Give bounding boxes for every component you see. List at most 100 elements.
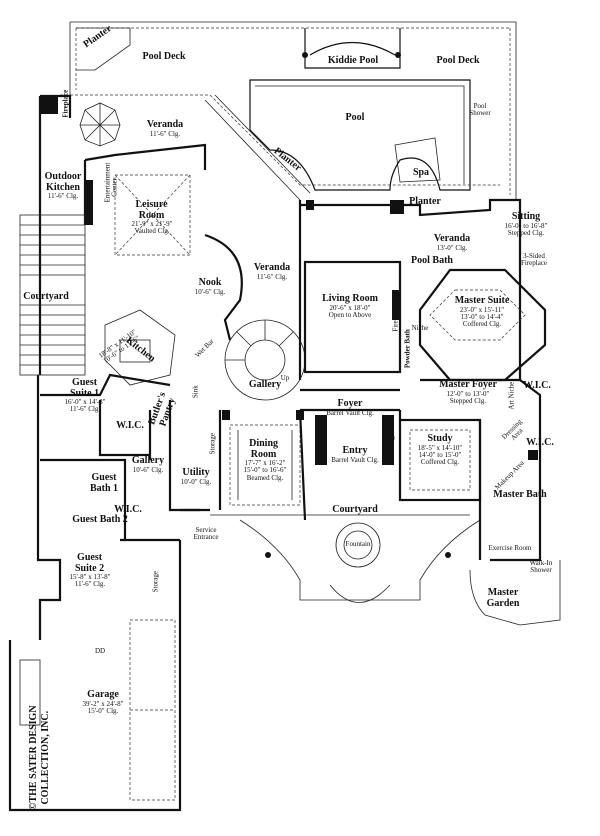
veranda-top-dim: 11'-6" Clg. xyxy=(149,129,181,138)
outdoor-kitchen-name: Outdoor Kitchen xyxy=(44,171,82,193)
entry-label: Entry Barrel Vault Clg. xyxy=(331,445,379,464)
pool-label: Pool xyxy=(345,112,365,123)
living-room-label: Living Room 20'-6" x 18'-0" Open to Abov… xyxy=(322,293,378,319)
master-suite-dim-1: 23'-0" x 15'-11" xyxy=(459,305,505,314)
kiddie-pool-outline xyxy=(302,28,401,69)
guest-suite-2-label: Guest Suite 2 15'-8" x 13'-8" 11'-6" Clg… xyxy=(69,552,111,589)
master-suite-dim-2: 13'-0" to 14'-4" xyxy=(460,312,504,321)
guest-bath-1-label: Guest Bath 1 xyxy=(89,472,119,494)
leisure-room-dim-2: Vaulted Clg. xyxy=(134,227,170,236)
gallery-stair-label: Gallery xyxy=(248,379,282,390)
study-dim-2: 14'-0" to 15'-0" xyxy=(418,450,462,459)
veranda-right-dim: 13'-0" Clg. xyxy=(436,243,468,252)
master-foyer-name: Master Foyer xyxy=(439,379,497,390)
living-room-name: Living Room xyxy=(322,293,378,304)
wic-master-label: W.I.C. xyxy=(523,380,551,391)
wic-master2-label: W.I.C. xyxy=(526,437,554,448)
copyright-notice: ©THE SATER DESIGN COLLECTION, INC. xyxy=(28,705,52,810)
pool-deck-outline xyxy=(69,21,517,200)
spa-label: Spa xyxy=(412,167,430,178)
fountain-label: Fountain xyxy=(345,540,371,548)
dining-room-ceiling xyxy=(229,424,301,506)
nook-dim: 10'-6" Clg. xyxy=(194,287,226,296)
sink-label: Sink xyxy=(191,385,200,399)
entry-name: Entry xyxy=(342,445,368,456)
kitchen-outline xyxy=(104,309,176,386)
planter-top-outline xyxy=(76,27,131,71)
pool-shower-label: Pool Shower xyxy=(469,102,491,118)
pool-deck-left-label: Pool Deck xyxy=(142,51,186,62)
interior-walls xyxy=(40,373,520,560)
planter-diagonal xyxy=(204,94,311,201)
leisure-room-ceiling xyxy=(114,174,191,256)
storage-study-label: Storage xyxy=(387,432,396,455)
wic-guest2-label: W.I.C. xyxy=(114,504,142,515)
sitting-name: Sitting xyxy=(511,211,541,222)
garage-dim-2: 15'-0" Clg. xyxy=(87,706,119,715)
master-foyer-label: Master Foyer 12'-0" to 13'-0" Stepped Cl… xyxy=(439,379,497,405)
veranda-center-dim: 11'-6" Clg. xyxy=(256,272,288,281)
service-entrance-label: Service Entrance xyxy=(193,526,219,542)
up-label: Up xyxy=(280,374,290,382)
garage-name: Garage xyxy=(87,689,119,700)
outdoor-kitchen-label: Outdoor Kitchen 11'-6" Clg. xyxy=(43,171,83,200)
utility-label: Utility 10'-0" Clg. xyxy=(180,467,212,486)
entry-dim: Barrel Vault Clg. xyxy=(331,455,379,464)
gallery-lower-name: Gallery xyxy=(131,455,165,466)
fireplace-label: Fireplace xyxy=(61,89,70,118)
courtyard-left-label: Courtyard xyxy=(23,291,69,302)
courtyard-front-label: Courtyard xyxy=(332,504,378,515)
utility-dim: 10'-0" Clg. xyxy=(180,477,212,486)
leisure-room-dim-1: 21'-9" x 21'-9" xyxy=(131,220,173,228)
veranda-top-edge xyxy=(60,94,500,186)
powder-bath-label: Powder Bath xyxy=(403,329,412,369)
gallery-lower-label: Gallery 10'-6" Clg. xyxy=(131,455,165,474)
study-dim-3: Coffered Clg. xyxy=(420,458,460,467)
dining-room-name: Dining Room xyxy=(249,438,279,460)
master-garden-label: Master Garden xyxy=(486,587,520,609)
gallery-lower-dim: 10'-6" Clg. xyxy=(132,465,164,474)
guest-suite-2-dim-2: 11'-6" Clg. xyxy=(74,580,106,589)
nook-label: Nook 10'-6" Clg. xyxy=(194,277,226,296)
storage-garage-label: Storage xyxy=(151,570,160,593)
study-label: Study 18'-5" x 14'-10" 14'-0" to 15'-0" … xyxy=(417,433,463,467)
exercise-room-label: Exercise Room xyxy=(488,544,532,552)
master-suite-dim-3: Coffered Clg. xyxy=(462,320,502,329)
guest-suite-2-dim-1: 15'-8" x 13'-8" xyxy=(69,573,111,581)
master-garden-edge xyxy=(469,560,561,626)
gazebo-outline xyxy=(79,102,121,147)
veranda-top-name: Veranda xyxy=(146,119,184,130)
pool-bath-label: Pool Bath xyxy=(411,255,453,266)
entertainment-center-label: Entertainment Center xyxy=(103,162,119,203)
foyer-name: Foyer xyxy=(337,398,363,409)
master-foyer-dim-1: 12'-0" to 13'-0" xyxy=(446,389,490,398)
study-dim-1: 18'-5" x 14'-10" xyxy=(417,443,463,452)
pool-deck-right-label: Pool Deck xyxy=(436,55,480,66)
guest-suite-1-label: Guest Suite 1 16'-0" x 14'-8" 11'-6" Clg… xyxy=(64,377,106,414)
living-room-dim-2: Open to Above xyxy=(328,310,372,319)
front-courtyard xyxy=(210,514,481,603)
guest-bath-2-label: Guest Bath 2 xyxy=(72,514,128,525)
dining-room-dim-1: 17'-7" x 16'-2" xyxy=(244,459,286,467)
guest-suite-1-name: Guest Suite 1 xyxy=(69,377,100,399)
copyright-line-1: ©THE SATER DESIGN xyxy=(28,705,39,810)
dining-room-dim-3: Beamed Clg. xyxy=(246,473,284,482)
veranda-right-name: Veranda xyxy=(433,233,471,244)
leisure-room-name: Leisure Room xyxy=(135,199,168,221)
veranda-center-name: Veranda xyxy=(253,262,291,273)
garage-label: Garage 39'-2" x 24'-8" 15'-0" Clg. xyxy=(83,689,124,715)
sitting-dim-2: Stepped Clg. xyxy=(507,228,545,237)
spiral-stair xyxy=(224,319,306,401)
niche-label: Niche xyxy=(411,324,429,332)
veranda-top-label: Veranda 11'-6" Clg. xyxy=(146,119,184,138)
leisure-room-label: Leisure Room 21'-9" x 21'-9" Vaulted Clg… xyxy=(131,199,173,236)
art-niche-label: Art Niche xyxy=(507,381,516,410)
dining-room-dim-2: 15'-0" to 16'-6" xyxy=(243,466,287,475)
study-name: Study xyxy=(427,433,453,444)
garage-doors xyxy=(19,619,176,801)
sitting-dim-1: 16'-0" to 16'-8" xyxy=(504,221,548,230)
living-room-dim-1: 20'-6" x 18'-0" xyxy=(329,303,371,312)
guest-suite-1-dim-1: 16'-0" x 14'-8" xyxy=(64,398,106,406)
nook-name: Nook xyxy=(198,277,222,288)
